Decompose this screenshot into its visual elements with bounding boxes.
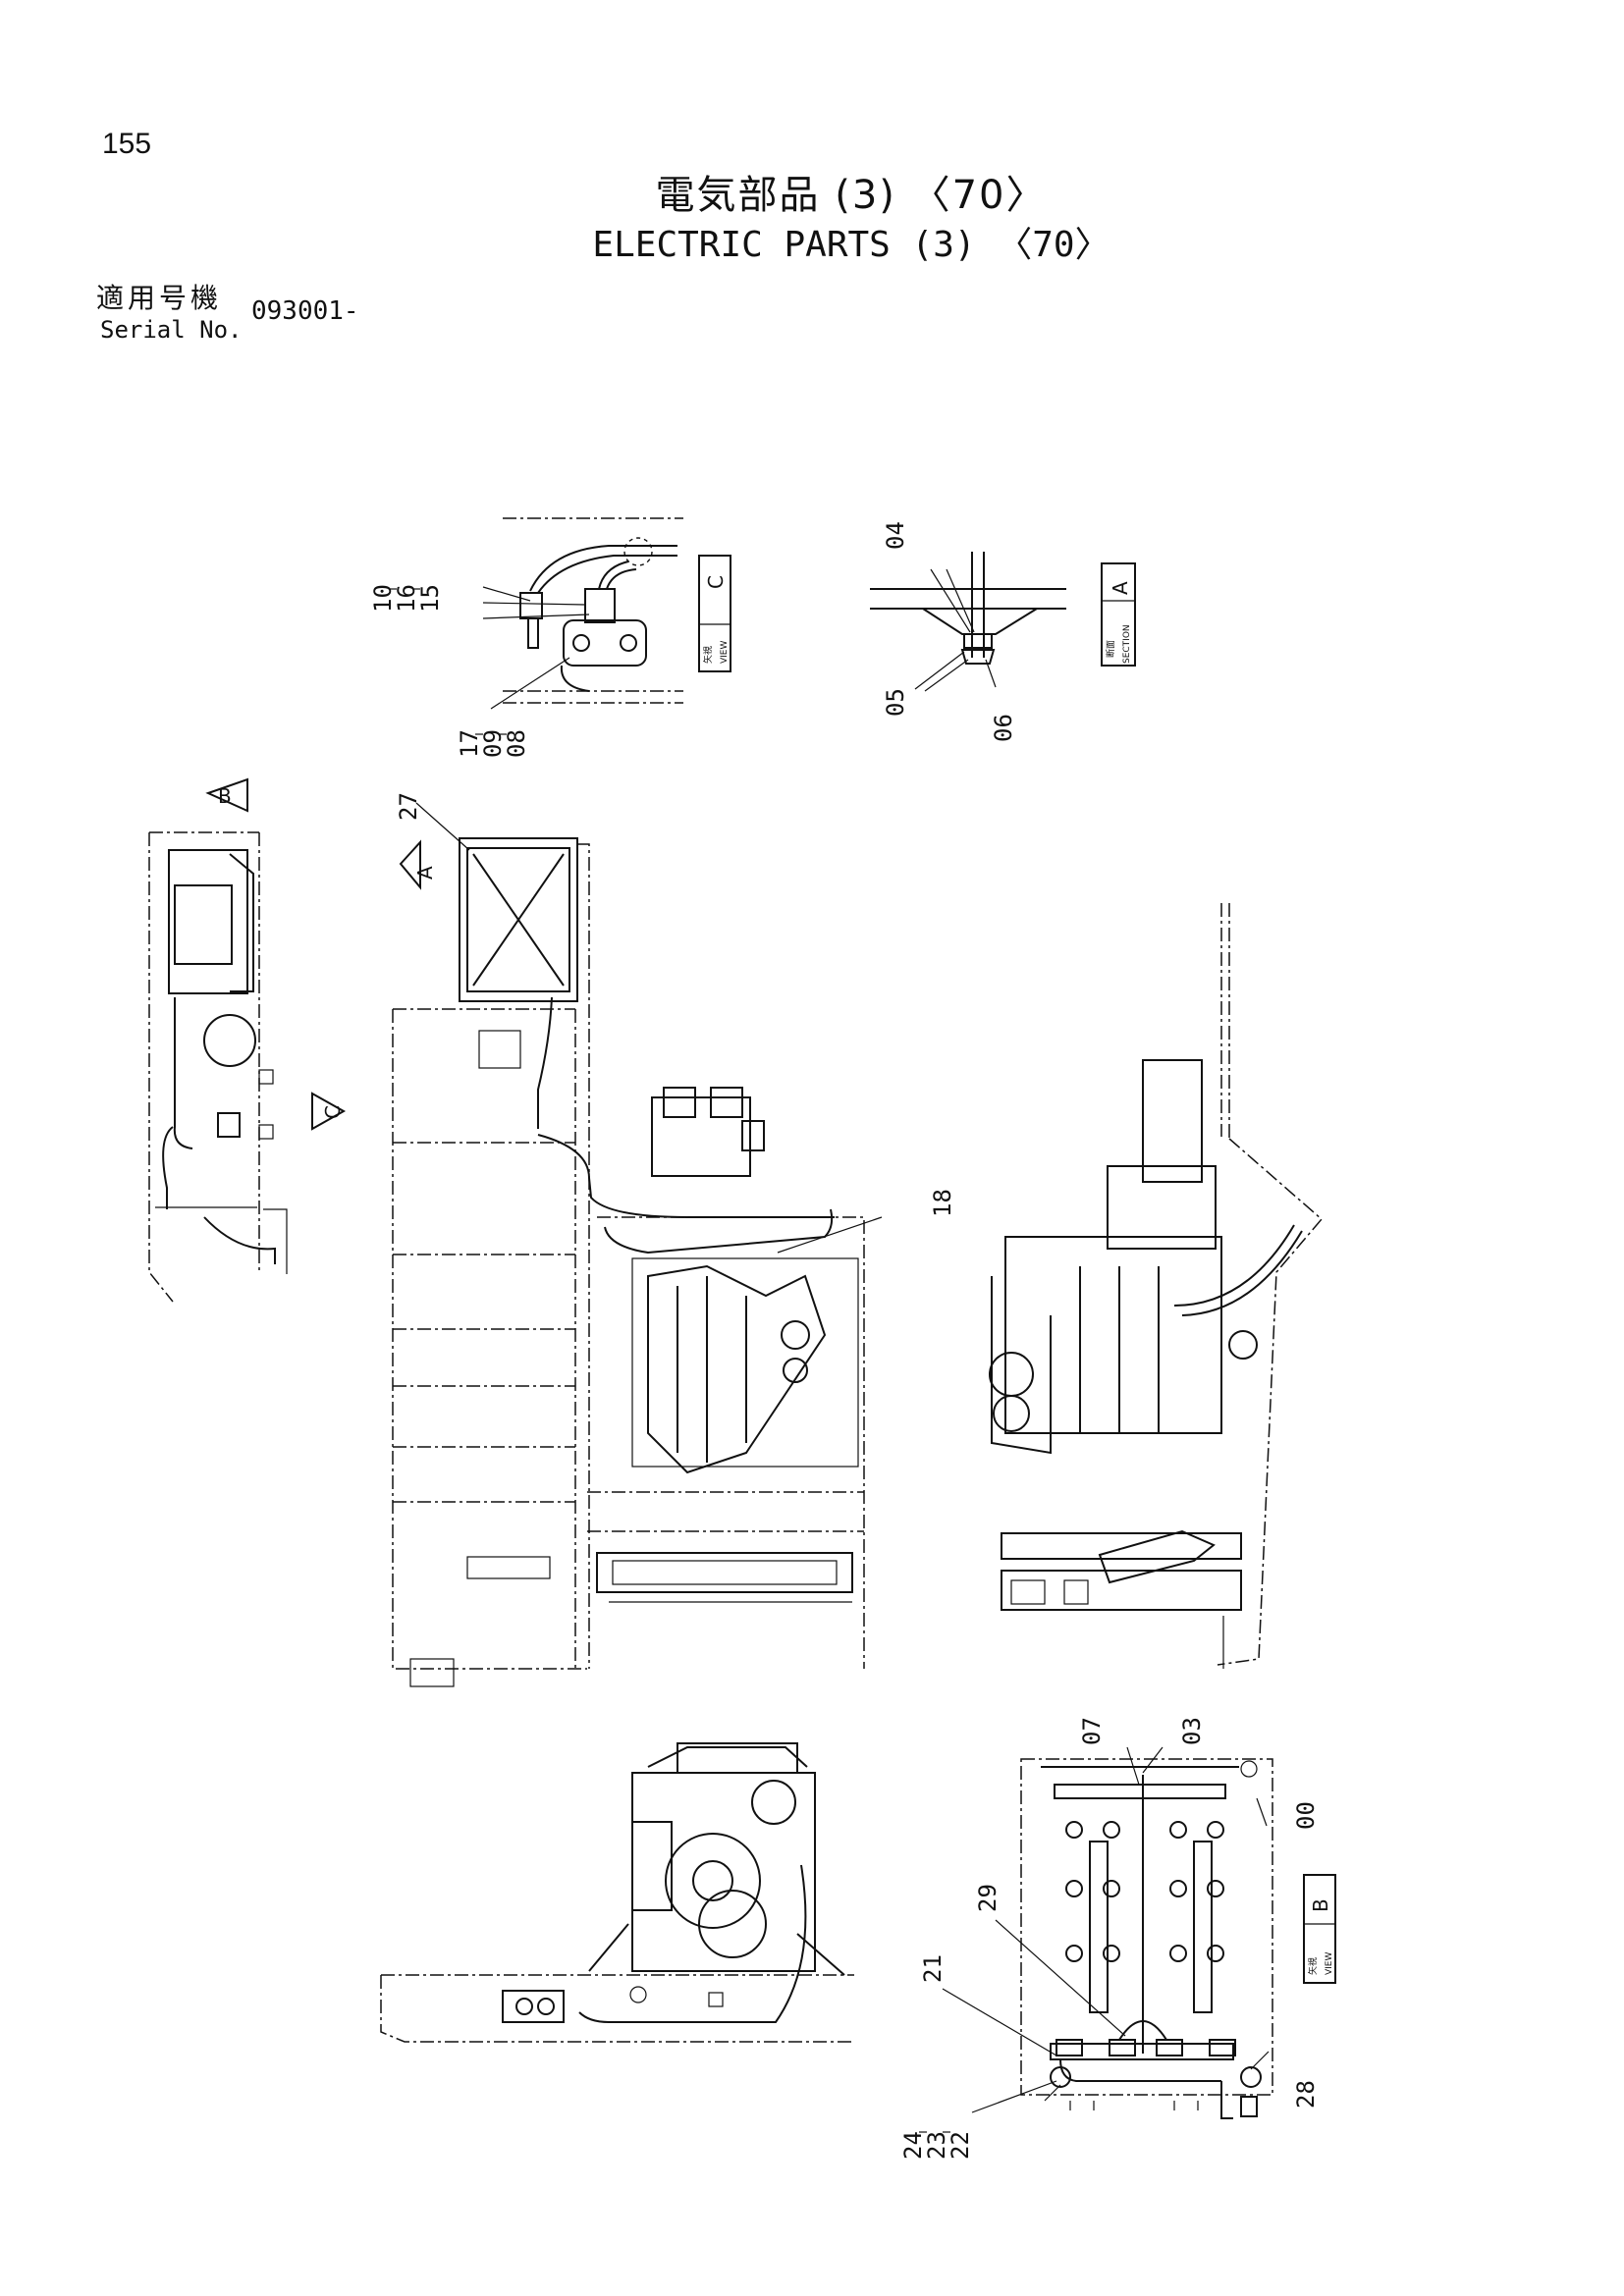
- callout-07: 07: [1078, 1717, 1106, 1745]
- title-japanese: 電気部品 (3) 〈70〉: [655, 173, 1048, 218]
- serial-number-value: 093001-: [251, 296, 359, 326]
- callout-15: 15: [416, 584, 444, 613]
- front-view: [380, 1742, 854, 2043]
- callout-08: 08: [503, 729, 530, 758]
- callout-22: 22: [947, 2131, 974, 2160]
- svg-text:矢視: 矢視: [1307, 1957, 1319, 1975]
- callout-23: 23: [923, 2131, 950, 2160]
- svg-text:VIEW: VIEW: [1325, 1952, 1334, 1975]
- svg-text:SECTION: SECTION: [1122, 624, 1132, 664]
- callout-05: 05: [882, 688, 909, 717]
- marker-c-arrow: C: [311, 1092, 347, 1131]
- svg-text:C: C: [321, 1105, 345, 1119]
- view-b-label: B 矢視 VIEW: [1303, 1874, 1336, 1984]
- svg-text:断面: 断面: [1105, 640, 1116, 658]
- serial-label-english: Serial No.: [100, 316, 243, 344]
- callout-24: 24: [899, 2131, 927, 2160]
- view-c-label: C 矢視 VIEW: [698, 555, 731, 672]
- callout-29: 29: [974, 1884, 1001, 1912]
- callout-18: 18: [929, 1189, 956, 1217]
- marker-a-arrow: A: [399, 839, 437, 890]
- svg-text:B: B: [1309, 1898, 1332, 1912]
- callout-21: 21: [919, 1954, 947, 1983]
- marker-b-arrow: B: [205, 777, 248, 813]
- section-a-detail: [870, 552, 1066, 692]
- left-side-view: [148, 831, 288, 1303]
- section-a-label: A 断面 SECTION: [1101, 562, 1136, 667]
- main-plan-view: [392, 837, 883, 1687]
- serial-label-japanese: 適用号機: [96, 282, 223, 314]
- callout-04: 04: [882, 521, 909, 550]
- svg-text:B: B: [218, 784, 232, 808]
- view-c-detail: [482, 517, 683, 710]
- callout-00: 00: [1292, 1801, 1320, 1830]
- right-side-view: [989, 903, 1324, 1669]
- view-b-detail: [942, 1746, 1273, 2119]
- svg-text:A: A: [1109, 581, 1132, 595]
- title-english: ELECTRIC PARTS (3) 〈70〉: [592, 225, 1110, 265]
- svg-text:A: A: [413, 866, 437, 880]
- svg-text:矢視: 矢視: [702, 646, 714, 664]
- svg-text:C: C: [704, 575, 728, 589]
- callout-28: 28: [1292, 2080, 1320, 2109]
- callout-03: 03: [1178, 1717, 1206, 1745]
- svg-text:VIEW: VIEW: [720, 641, 730, 664]
- page-number: 155: [102, 128, 152, 160]
- callout-27: 27: [395, 792, 422, 821]
- callout-06: 06: [990, 714, 1017, 742]
